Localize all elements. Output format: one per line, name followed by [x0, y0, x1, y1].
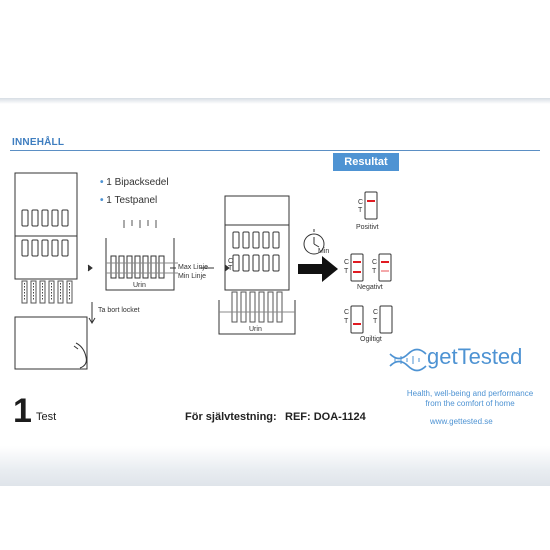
panel-in-urine-icon: [218, 195, 325, 335]
dna-logo-icon: [389, 348, 427, 372]
dip-in-urine-icon: [105, 220, 230, 291]
brand-tagline: Health, well-being and performance from …: [406, 389, 534, 408]
test-count: 1: [13, 392, 32, 430]
brand-name: getTested: [427, 344, 523, 369]
section-title: INNEHÅLL: [12, 137, 65, 148]
invalid-c-label: C: [344, 309, 350, 316]
result-negative-cassettes: [350, 253, 392, 282]
negative-t-label-2: T: [372, 268, 377, 275]
section-divider: [10, 150, 540, 151]
contents-item-panel: • 1 Testpanel: [100, 195, 158, 206]
max-line-label: Max Linje: [178, 264, 208, 271]
test-count-label: Test: [36, 411, 57, 423]
result-heading: Resultat: [333, 153, 399, 171]
positive-label: Positivt: [356, 224, 379, 231]
result-positive-cassette: [364, 191, 378, 220]
panel-t-label: T: [228, 265, 233, 272]
contents-item-leaflet: • 1 Bipacksedel: [100, 177, 169, 188]
urine-label-2: Urin: [249, 326, 262, 333]
package-top-edge: [0, 98, 550, 104]
brand-website: www.gettested.se: [430, 417, 493, 426]
min-line-label: Min Linje: [178, 273, 207, 280]
timer-unit-label: Min: [318, 248, 330, 255]
self-test-label: För självtestning:: [185, 411, 277, 423]
arrow-right-icon: [298, 256, 338, 282]
package-front: [0, 100, 550, 470]
invalid-t-label-2: T: [373, 318, 378, 325]
package-bottom-edge: [0, 446, 550, 486]
negative-c-label: C: [344, 259, 350, 266]
panel-c-label: C: [228, 258, 234, 265]
reference-number: REF: DOA-1124: [285, 411, 366, 423]
invalid-t-label: T: [344, 318, 349, 325]
test-panel-icon: [14, 172, 96, 370]
invalid-c-label-2: C: [373, 309, 379, 316]
negative-label: Negativt: [357, 284, 383, 291]
positive-t-label: T: [358, 207, 363, 214]
result-invalid-cassettes: [350, 305, 393, 334]
negative-c-label-2: C: [372, 259, 378, 266]
urine-label-1: Urin: [133, 282, 146, 289]
positive-c-label: C: [358, 199, 364, 206]
remove-cap-label: Ta bort locket: [98, 307, 140, 314]
invalid-label: Ogiltigt: [360, 336, 382, 343]
negative-t-label: T: [344, 268, 349, 275]
